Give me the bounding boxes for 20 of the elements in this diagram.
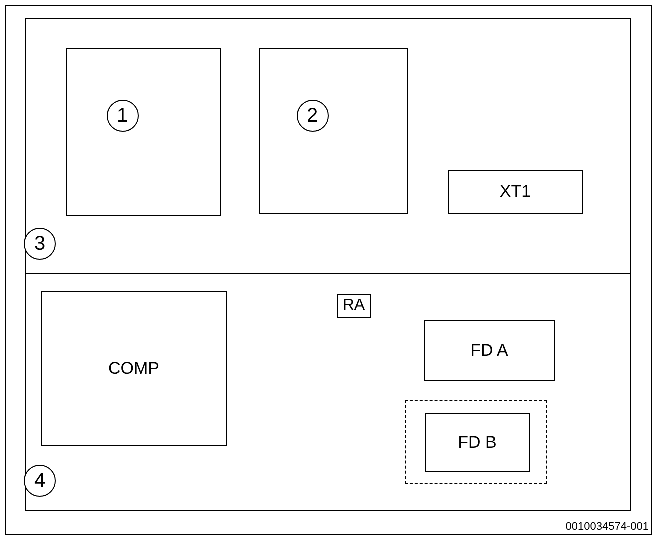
- component-box: [425, 413, 530, 472]
- component-box: [337, 294, 371, 318]
- dashed-enclosure: [405, 400, 547, 484]
- component-box: [448, 170, 583, 214]
- component-label: COMP: [108, 358, 160, 378]
- component-box: [259, 48, 408, 214]
- panel-section: [25, 18, 631, 274]
- callout-number: 3: [24, 228, 56, 260]
- callout-number: 2: [296, 100, 328, 132]
- document-code: 0010034574-001: [566, 521, 649, 533]
- component-label: FD B: [457, 432, 498, 452]
- callout-number: 1: [106, 100, 138, 132]
- component-box: [41, 291, 227, 446]
- component-label: FD A: [470, 340, 510, 360]
- component-label: RA: [342, 297, 366, 315]
- component-box: [424, 320, 555, 381]
- component-label: XT1: [498, 182, 532, 202]
- component-box: [66, 48, 221, 216]
- callout-number: 4: [24, 465, 56, 497]
- panel-section: [25, 273, 631, 511]
